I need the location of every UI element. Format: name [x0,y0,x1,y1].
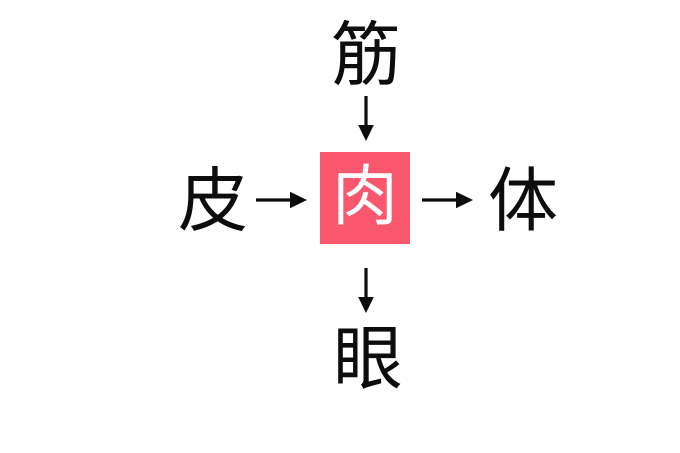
kanji-node-top: 筋 [331,14,401,96]
arrow-right-center-to-right [422,186,474,214]
kanji-node-center-label: 肉 [332,158,398,235]
kanji-node-left: 皮 [178,160,248,242]
arrow-right-left-to-center [256,186,308,214]
kanji-node-center-highlight: 肉 [320,152,410,244]
kanji-node-right: 体 [488,160,558,242]
arrow-down-top-to-center [352,96,380,142]
arrow-down-center-to-bottom [352,268,380,314]
kanji-node-bottom: 眼 [333,318,403,400]
